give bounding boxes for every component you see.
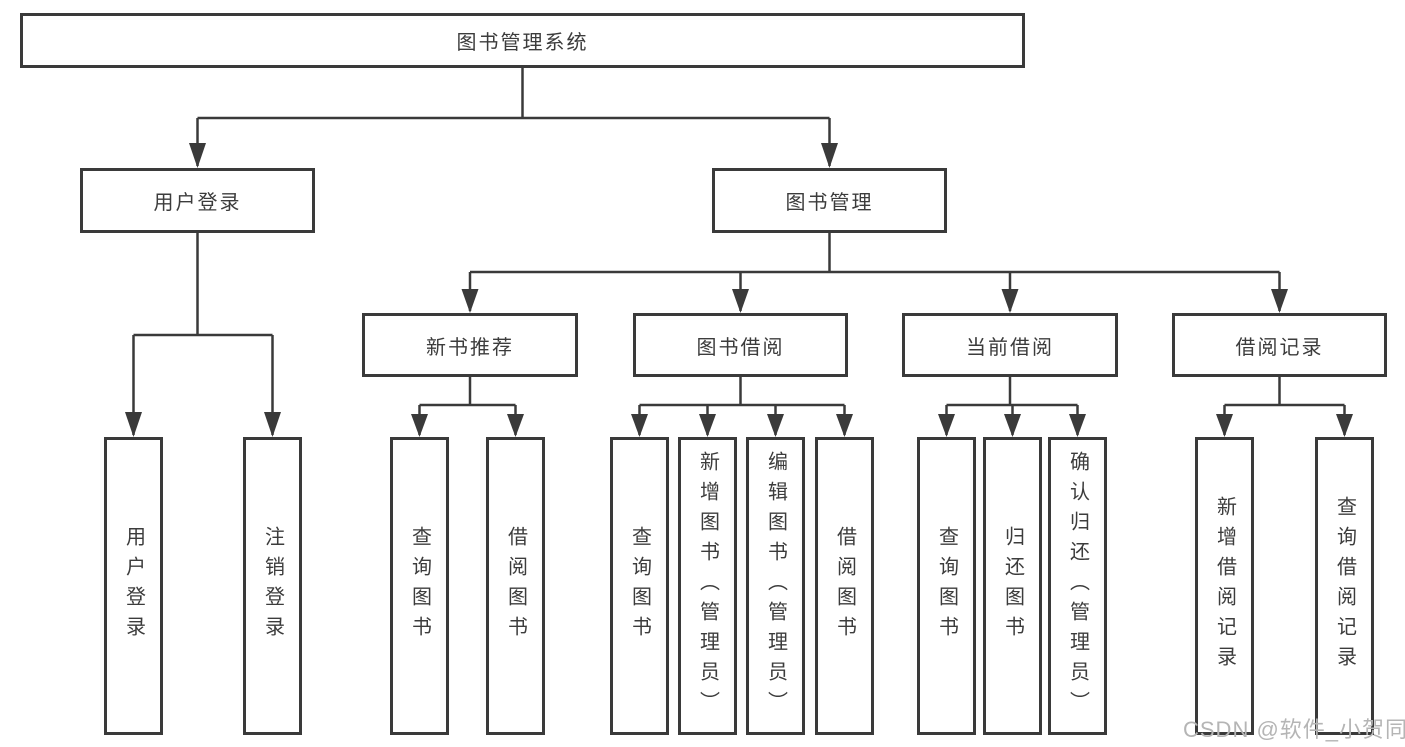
- node-book-borrowing: 图书借阅: [633, 313, 848, 377]
- node-book-management: 图书管理: [712, 168, 947, 233]
- leaf-add-borrow-record-label: 新增借阅记录: [1213, 496, 1236, 676]
- leaf-add-books-admin-label: 新增图书（管理员）: [696, 451, 719, 721]
- node-borrowing-records: 借阅记录: [1172, 313, 1387, 377]
- leaf-query-books-borrowing-label: 查询图书: [628, 526, 651, 646]
- node-root: 图书管理系统: [20, 13, 1025, 68]
- leaf-logout: 注销登录: [243, 437, 302, 735]
- leaf-return-books-label: 归还图书: [1001, 526, 1024, 646]
- leaf-add-borrow-record: 新增借阅记录: [1195, 437, 1254, 735]
- leaf-confirm-return-admin: 确认归还（管理员）: [1048, 437, 1107, 735]
- leaf-edit-books-admin-label: 编辑图书（管理员）: [764, 451, 787, 721]
- leaf-query-books-recommend: 查询图书: [390, 437, 449, 735]
- node-new-book-recommendation: 新书推荐: [362, 313, 578, 377]
- leaf-query-borrow-record: 查询借阅记录: [1315, 437, 1374, 735]
- leaf-borrow-books-label: 借阅图书: [833, 526, 856, 646]
- node-user-login-label: 用户登录: [153, 192, 242, 214]
- leaf-add-books-admin: 新增图书（管理员）: [678, 437, 737, 735]
- node-current-borrowing: 当前借阅: [902, 313, 1118, 377]
- node-new-book-recommendation-label: 新书推荐: [426, 336, 514, 359]
- leaf-query-books-recommend-label: 查询图书: [408, 526, 431, 646]
- leaf-borrow-books: 借阅图书: [815, 437, 874, 735]
- node-book-management-label: 图书管理: [785, 192, 874, 214]
- leaf-query-books-borrowing: 查询图书: [610, 437, 669, 735]
- leaf-borrow-books-recommend-label: 借阅图书: [504, 526, 527, 646]
- node-current-borrowing-label: 当前借阅: [966, 336, 1054, 359]
- leaf-return-books: 归还图书: [983, 437, 1042, 735]
- leaf-edit-books-admin: 编辑图书（管理员）: [746, 437, 805, 735]
- node-book-borrowing-label: 图书借阅: [696, 336, 785, 359]
- leaf-confirm-return-admin-label: 确认归还（管理员）: [1066, 451, 1089, 721]
- watermark: CSDN @软件_小贺同学: [1183, 717, 1405, 742]
- leaf-user-login: 用户登录: [104, 437, 163, 735]
- leaf-logout-label: 注销登录: [261, 526, 284, 646]
- leaf-query-books-current-label: 查询图书: [935, 526, 958, 646]
- node-borrowing-records-label: 借阅记录: [1235, 336, 1324, 359]
- leaf-borrow-books-recommend: 借阅图书: [486, 437, 545, 735]
- leaf-user-login-label: 用户登录: [122, 526, 145, 646]
- leaf-query-books-current: 查询图书: [917, 437, 976, 735]
- leaf-query-borrow-record-label: 查询借阅记录: [1333, 496, 1356, 676]
- node-user-login: 用户登录: [80, 168, 315, 233]
- node-root-label: 图书管理系统: [456, 32, 589, 54]
